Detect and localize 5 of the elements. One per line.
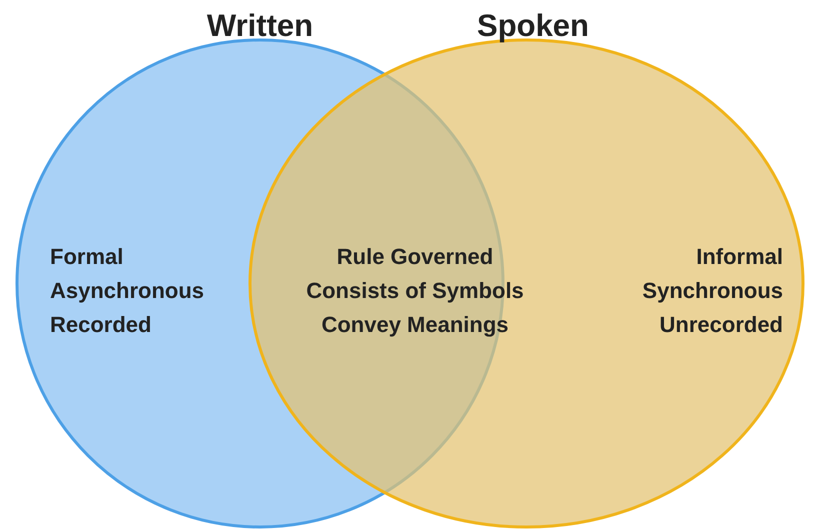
overlap-traits: Rule Governed Consists of Symbols Convey Meanings xyxy=(305,243,525,339)
set-title: Spoken xyxy=(476,8,590,44)
set-title: Written xyxy=(206,8,314,44)
set-traits: Informal Synchronous Unrecorded xyxy=(641,243,783,339)
set-traits: Formal Asynchronous Recorded xyxy=(50,243,206,339)
